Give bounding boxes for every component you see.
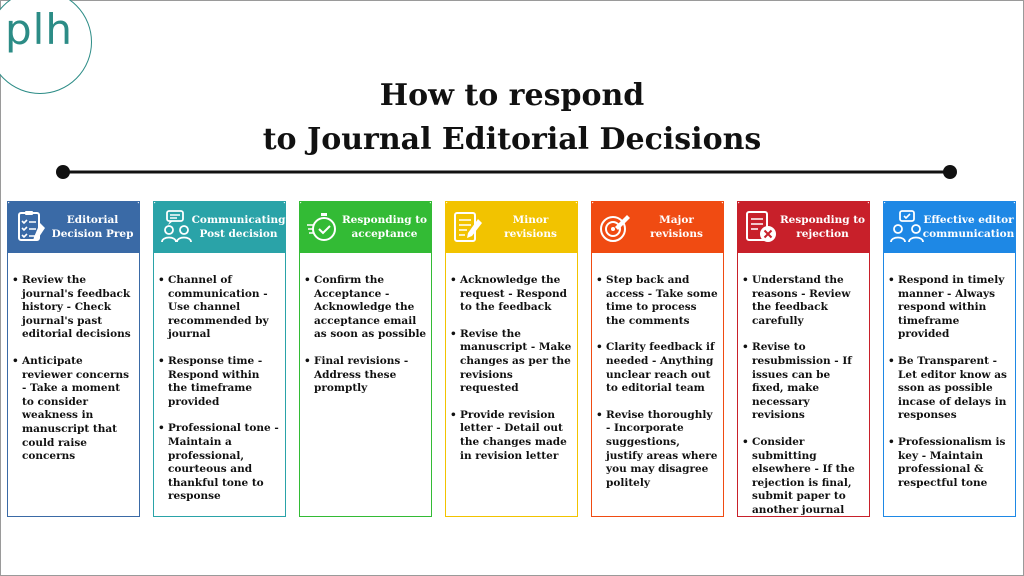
card-point: Review the journal's feedback history - … (12, 274, 135, 342)
card-header: Major revisions (591, 201, 724, 253)
target-pencil-icon (600, 215, 630, 242)
title-line-2: to Journal Editorial Decisions (262, 122, 762, 157)
card-responding-to-acceptance: Responding to acceptance Confirm the Acc… (299, 201, 432, 517)
people-chat-icon (161, 210, 192, 243)
card-communicating-post-decision: Communicating Post decision Channel of c… (153, 201, 286, 517)
card-header: Responding to acceptance (299, 201, 432, 253)
card-point: Revise to resubmission - If issues can b… (742, 341, 865, 423)
card-header: Responding to rejection (737, 201, 870, 253)
timeline-start-dot (56, 165, 70, 179)
card-point: Provide revision letter - Detail out the… (450, 409, 573, 463)
card-point: Clarity feedback if needed - Anything un… (596, 341, 719, 395)
card-point: Confirm the Acceptance - Acknowledge the… (304, 274, 427, 342)
rejected-document-icon (746, 211, 776, 242)
card-header: Communicating Post decision (153, 201, 286, 253)
card-point: Professionalism is key - Maintain profes… (888, 436, 1011, 490)
card-point: Final revisions - Address these promptly (304, 355, 427, 396)
card-major-revisions: Major revisions Step back and access - T… (591, 201, 724, 517)
card-heading: Communicating Post decision (191, 214, 286, 240)
card-minor-revisions: Minor revisions Acknowledge the request … (445, 201, 578, 517)
card-point: Professional tone - Maintain a professio… (158, 422, 281, 504)
card-point: Step back and access - Take some time to… (596, 274, 719, 328)
logo: plh (0, 0, 92, 94)
document-edit-icon (454, 212, 482, 242)
people-discussion-icon (890, 210, 924, 243)
card-point: Response time - Respond within the timef… (158, 355, 281, 409)
card-heading: Editorial Decision Prep (51, 214, 134, 240)
timeline (56, 165, 957, 179)
card-header: Editorial Decision Prep (7, 201, 140, 253)
card-heading: Effective editor communication (922, 214, 1015, 240)
card-point: Respond in timely manner - Always respon… (888, 274, 1011, 342)
card-point: Acknowledge the request - Respond to the… (450, 274, 573, 315)
card-heading: Minor revisions (504, 214, 557, 240)
card-heading: Responding to rejection (779, 214, 866, 240)
card-effective-editor-communication: Effective editor communication Respond i… (883, 201, 1016, 517)
card-points: Acknowledge the request - Respond to the… (446, 274, 577, 476)
card-header: Effective editor communication (883, 201, 1016, 253)
card-point: Be Transparent - Let editor know as sson… (888, 355, 1011, 423)
card-point: Understand the reasons - Review the feed… (742, 274, 865, 328)
card-editorial-decision-prep: Editorial Decision Prep Review the journ… (7, 201, 140, 517)
logo-text: plh (5, 5, 73, 54)
card-points: Channel of communication - Use channel r… (154, 274, 285, 517)
card-points: Step back and access - Take some time to… (592, 274, 723, 503)
card-point: Revise the manuscript - Make changes as … (450, 328, 573, 396)
card-points: Review the journal's feedback history - … (8, 274, 139, 477)
card-points: Understand the reasons - Review the feed… (738, 274, 869, 531)
card-heading: Responding to acceptance (341, 214, 428, 240)
card-points: Confirm the Acceptance - Acknowledge the… (300, 274, 431, 409)
card-points: Respond in timely manner - Always respon… (884, 274, 1015, 503)
card-point: Consider submitting elsewhere - If the r… (742, 436, 865, 518)
card-responding-to-rejection: Responding to rejection Understand the r… (737, 201, 870, 517)
card-point: Anticipate reviewer concerns - Take a mo… (12, 355, 135, 464)
card-heading: Major revisions (650, 214, 703, 240)
stopwatch-check-icon (307, 213, 336, 241)
checklist-document-icon (18, 211, 45, 241)
title-line-1: How to respond (379, 78, 645, 113)
card-header: Minor revisions (445, 201, 578, 253)
card-point: Revise thoroughly - Incorporate suggesti… (596, 409, 719, 491)
timeline-end-dot (943, 165, 957, 179)
card-point: Channel of communication - Use channel r… (158, 274, 281, 342)
